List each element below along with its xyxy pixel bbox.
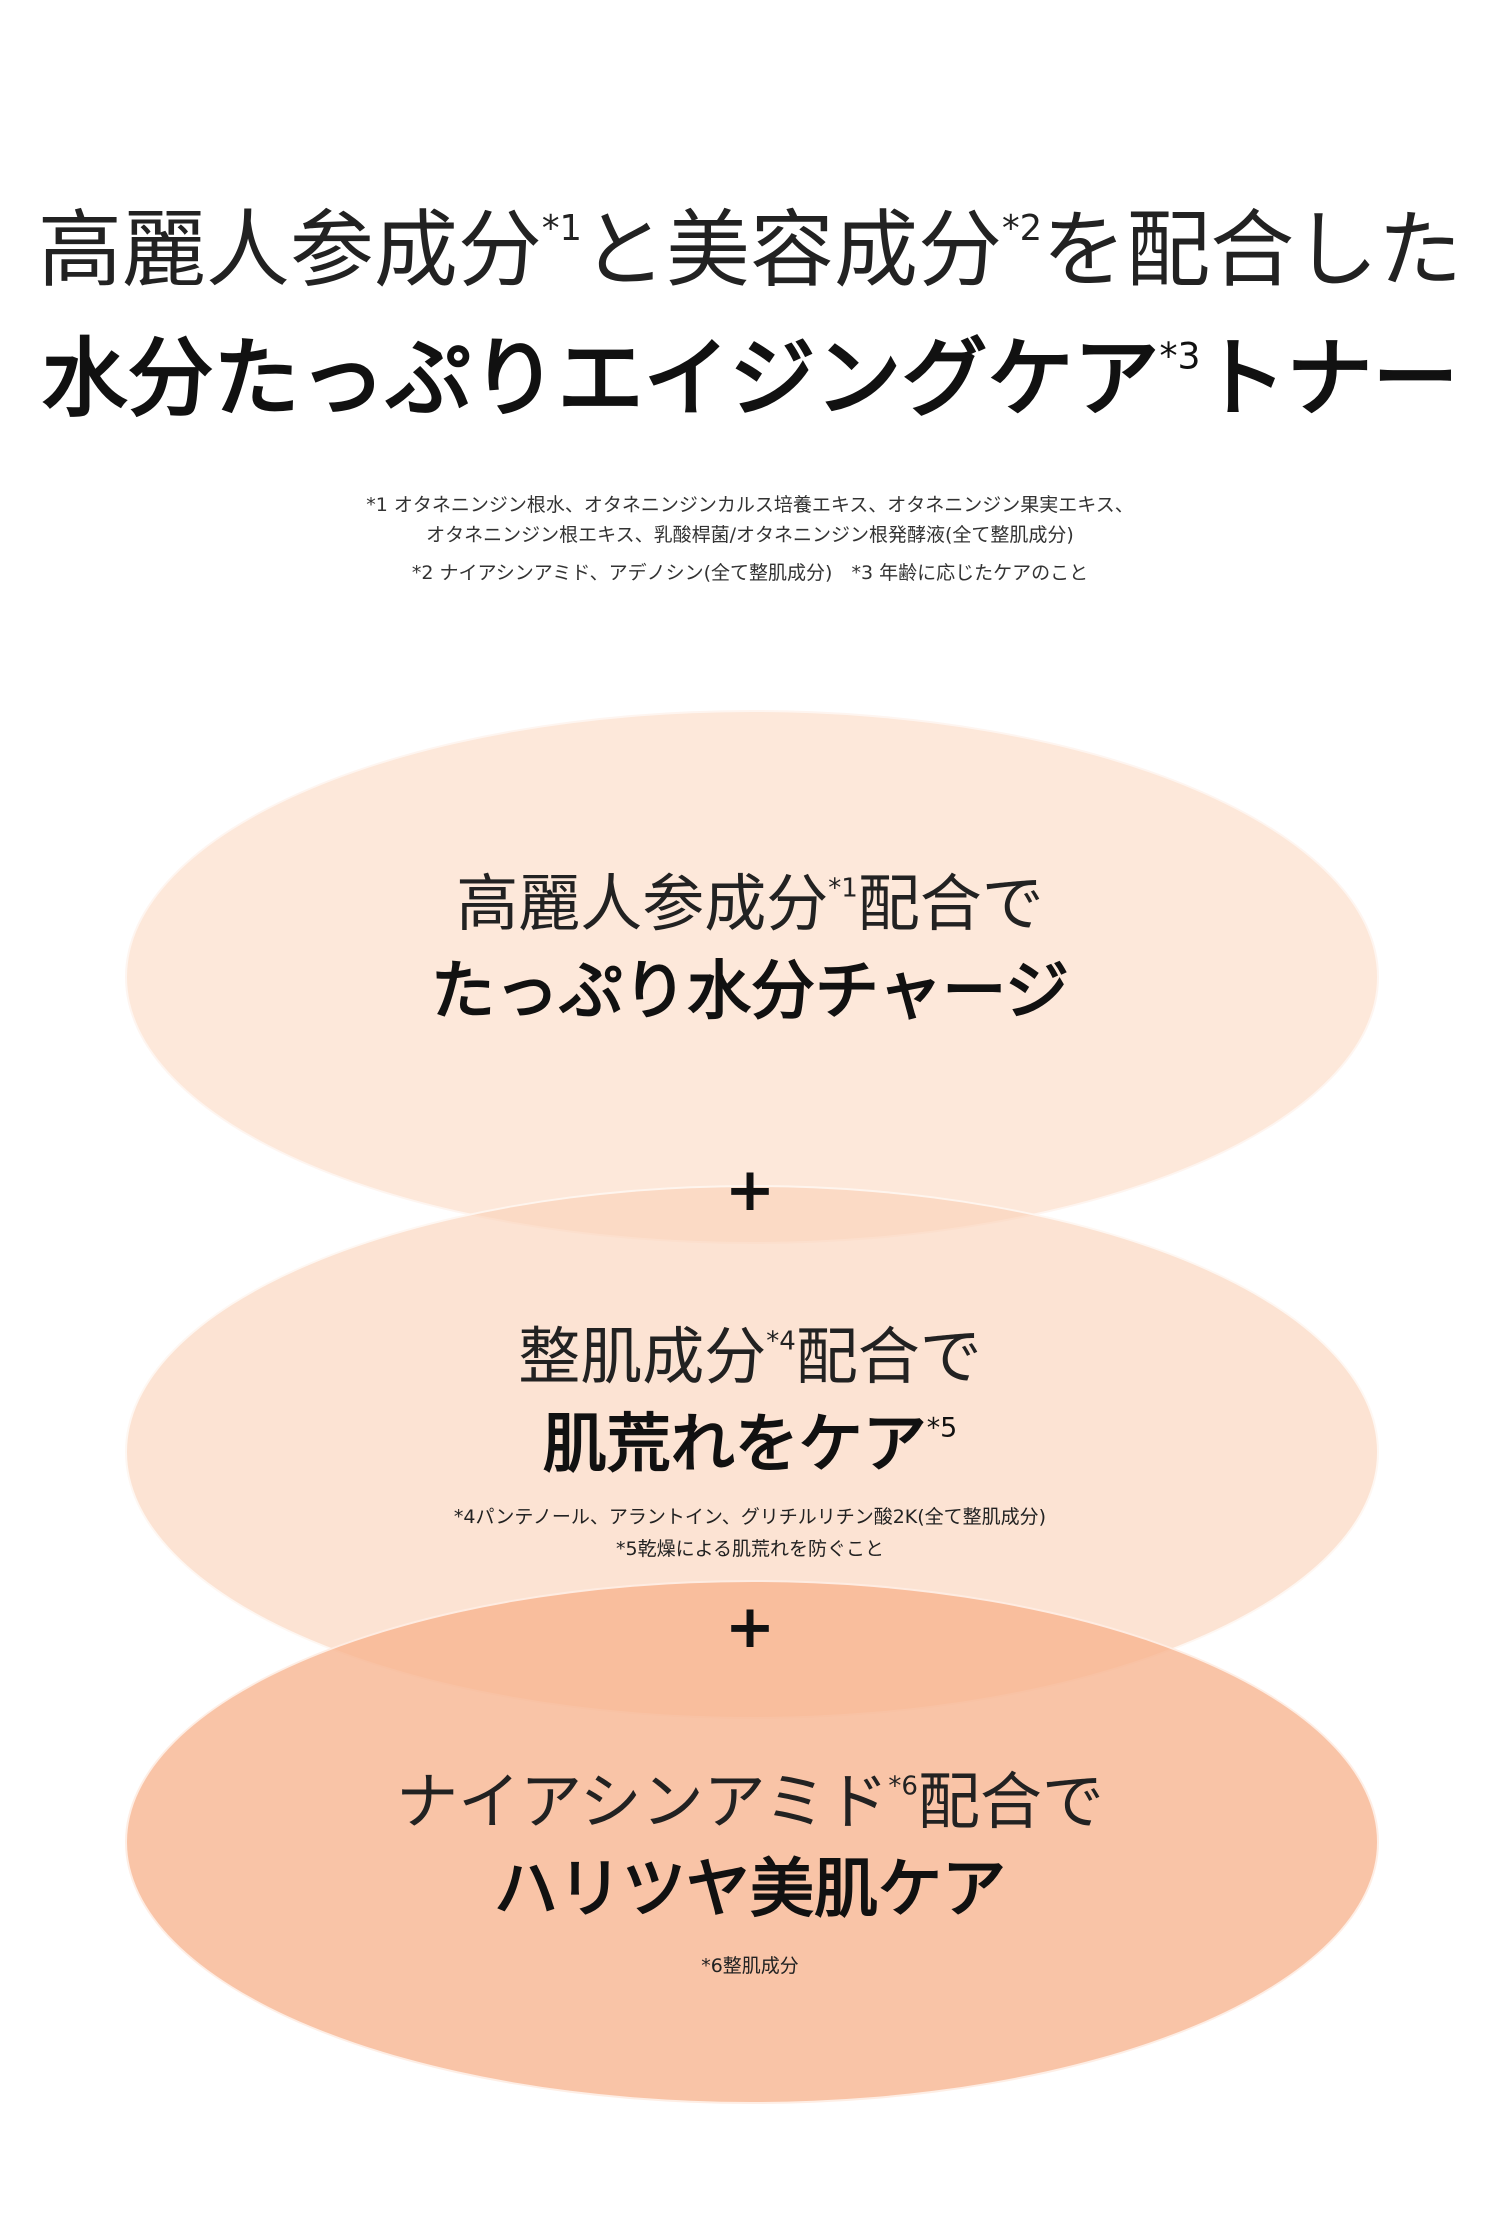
section-main-text: ハリツヤ美肌ケア [494, 1853, 1006, 1927]
section-lead-suffix: 配合で [857, 867, 1044, 940]
section-lead-suffix: 配合で [917, 1765, 1104, 1838]
plus-icon: + [724, 1592, 776, 1662]
section-lead-text: ナイアシンアミド [396, 1765, 889, 1838]
section-lead: 整肌成分*4配合で [0, 1315, 1500, 1399]
headline-footnote-mark-2: *2 [1002, 208, 1043, 250]
section-lead-footnote-mark: *1 [828, 873, 858, 904]
headline-footnote-mark-1: *1 [541, 208, 582, 250]
section-lead: 高麗人参成分*1配合で [0, 862, 1500, 946]
section-footnote-1: *4パンテノール、アラントイン、グリチルリチン酸2K(全て整肌成分) [453, 1506, 1047, 1528]
headline-line2: 水分たっぷりエイジングケア*3トナー [0, 314, 1500, 444]
headline-line1-part2: と美容成分 [581, 201, 1002, 299]
section-skin-conditioning: 整肌成分*4配合で 肌荒れをケア*5 *4パンテノール、アラントイン、グリチルリ… [0, 1315, 1500, 1565]
section-lead-text: 整肌成分 [518, 1320, 767, 1393]
ellipse-background-1 [125, 710, 1379, 1244]
section-main-footnote-mark: *5 [926, 1412, 958, 1444]
headline-line1-part1: 高麗人参成分 [37, 201, 542, 299]
header-footnote-2: オタネニンジン根エキス、乳酸桿菌/オタネニンジン根発酵液(全て整肌成分) [426, 524, 1074, 546]
headline-line1: 高麗人参成分*1と美容成分*2を配合した [0, 190, 1500, 310]
section-main-text: 肌荒れをケア [542, 1408, 927, 1482]
headline-line1-part3: を配合した [1042, 201, 1463, 299]
header: 高麗人参成分*1と美容成分*2を配合した 水分たっぷりエイジングケア*3トナー … [0, 190, 1500, 588]
section-main: ハリツヤ美肌ケア [0, 1844, 1500, 1936]
section-main: たっぷり水分チャージ [0, 946, 1500, 1038]
section-main-text: たっぷり水分チャージ [430, 955, 1070, 1029]
section-footnote-2: *5乾燥による肌荒れを防ぐこと [615, 1538, 885, 1560]
ellipse-background-3 [125, 1580, 1379, 2104]
section-ginseng: 高麗人参成分*1配合で たっぷり水分チャージ [0, 862, 1500, 1038]
section-lead-footnote-mark: *6 [888, 1771, 918, 1802]
header-footnotes: *1 オタネニンジン根水、オタネニンジンカルス培養エキス、オタネニンジン果実エキ… [0, 490, 1500, 588]
plus-icon: + [724, 1155, 776, 1225]
section-main: 肌荒れをケア*5 [0, 1399, 1500, 1491]
section-lead-text: 高麗人参成分 [456, 867, 829, 940]
header-footnote-3: *2 ナイアシンアミド、アデノシン(全て整肌成分) *3 年齢に応じたケアのこと [411, 562, 1089, 584]
header-footnote-1: *1 オタネニンジン根水、オタネニンジンカルス培養エキス、オタネニンジン果実エキ… [366, 494, 1134, 516]
section-lead-suffix: 配合で [795, 1320, 982, 1393]
section-niacinamide: ナイアシンアミド*6配合で ハリツヤ美肌ケア *6整肌成分 [0, 1760, 1500, 1982]
headline-line2-part1: 水分たっぷりエイジングケア [41, 329, 1160, 429]
section-lead: ナイアシンアミド*6配合で [0, 1760, 1500, 1844]
headline-footnote-mark-3: *3 [1159, 334, 1201, 378]
headline-line2-part2: トナー [1200, 329, 1459, 429]
section-footnote-1: *6整肌成分 [701, 1955, 799, 1977]
section-lead-footnote-mark: *4 [766, 1326, 796, 1357]
